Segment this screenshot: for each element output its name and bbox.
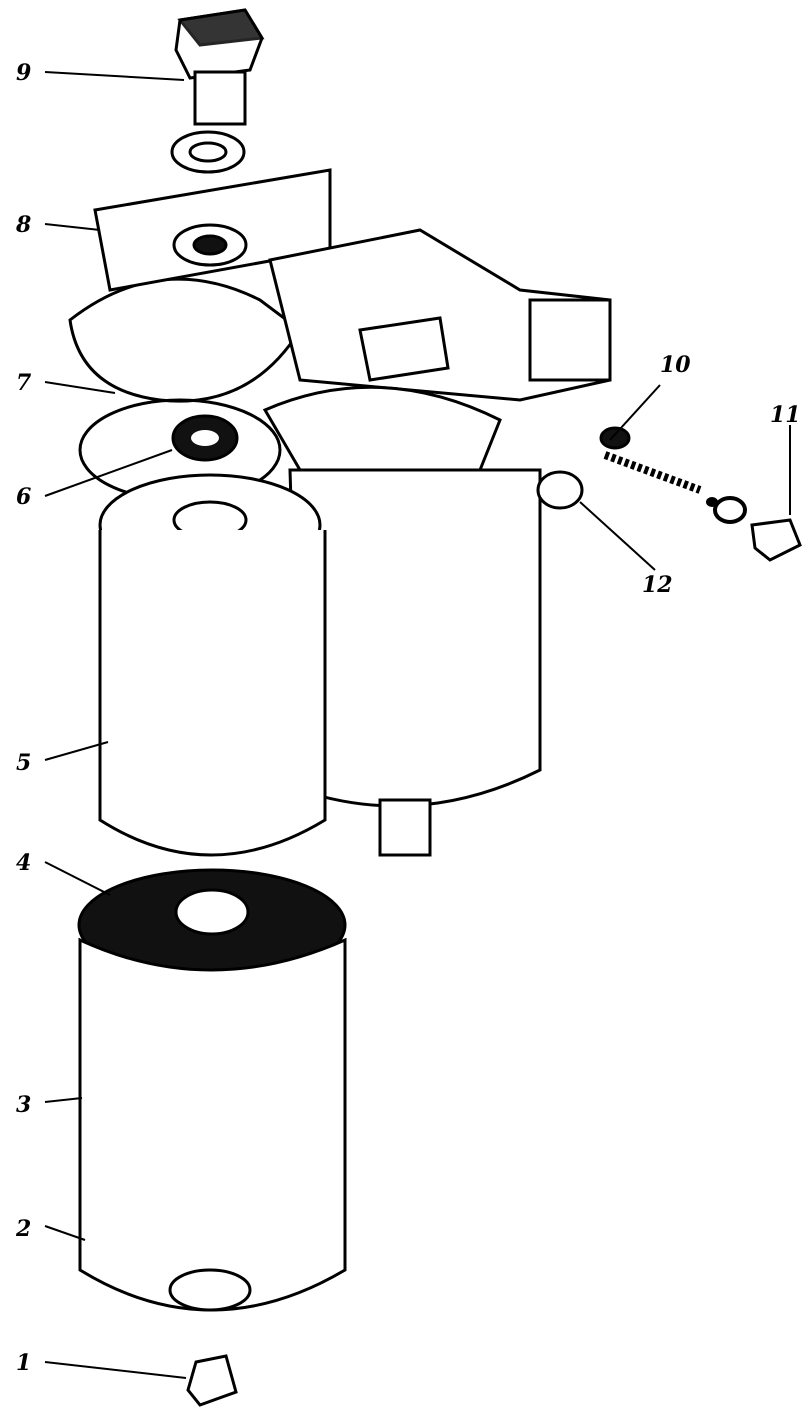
callout-label-2: 2	[15, 1216, 31, 1242]
filter-element-part-5	[98, 473, 327, 857]
callout-label-8: 8	[15, 212, 31, 238]
callout-label-10: 10	[660, 352, 691, 378]
bowl-gasket-part-4	[77, 868, 347, 982]
callout-label-12: 12	[642, 572, 673, 598]
callout-label-3: 3	[16, 1092, 31, 1118]
callout-label-9: 9	[16, 60, 31, 86]
spring-part-10	[599, 426, 702, 494]
bolt-part-9	[174, 8, 265, 126]
washer-under-bolt	[170, 130, 246, 174]
filter-bowl-part-3	[78, 937, 347, 1312]
leader-lines	[44, 71, 791, 1379]
callout-label-11: 11	[770, 402, 801, 428]
callout-label-4: 4	[16, 850, 31, 876]
callout-label-6: 6	[16, 484, 31, 510]
drain-plug-part-1	[186, 1354, 238, 1407]
right-filter-canister	[262, 385, 542, 857]
filter-housing-cover-part-8	[68, 168, 332, 403]
valve-nut-part-12	[536, 470, 584, 510]
filter-head-body	[268, 228, 612, 402]
plug-part-11	[750, 518, 802, 562]
callout-label-1: 1	[16, 1350, 31, 1376]
callout-labels: 9 8 7 6 10 11 12 5 4 3 2 1	[15, 60, 801, 1376]
retaining-clip-part-6	[171, 414, 239, 462]
callout-label-5: 5	[16, 750, 31, 776]
washer-part-11	[706, 496, 747, 524]
callout-label-7: 7	[16, 370, 32, 396]
